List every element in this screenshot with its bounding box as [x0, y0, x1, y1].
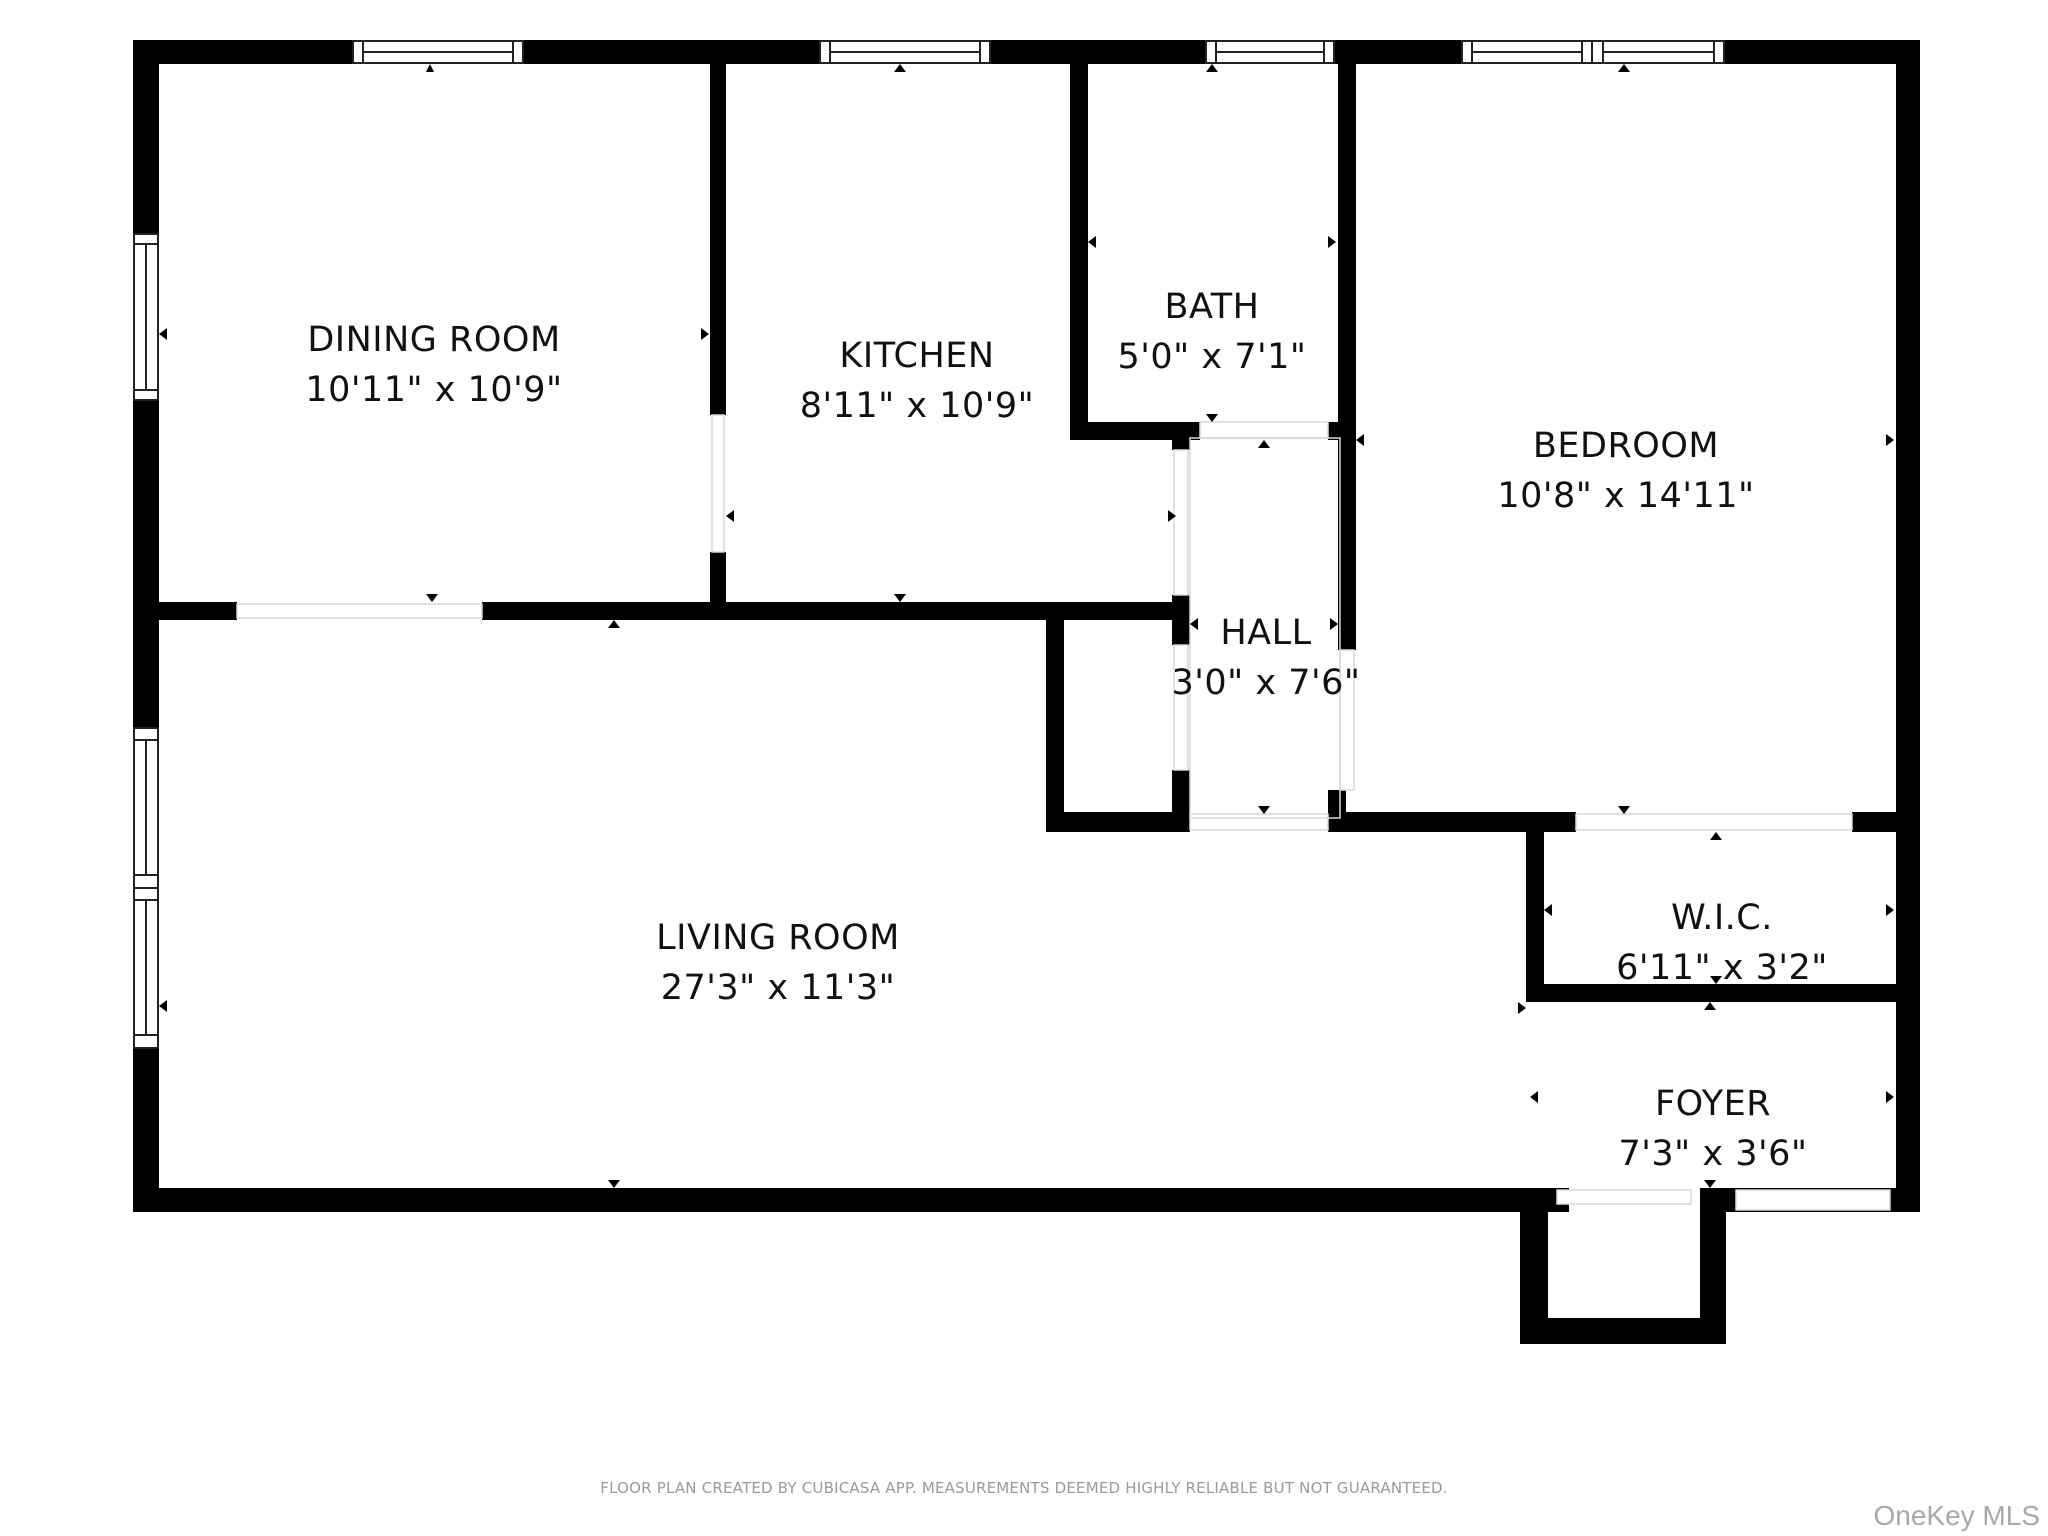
window-bath-top — [1205, 40, 1335, 64]
room-dimensions: 8'11" x 10'9" — [799, 386, 1035, 426]
room-name: HALL — [1220, 613, 1312, 653]
window-bedroom-top — [1461, 40, 1725, 64]
room-dimensions: 7'3" x 3'6" — [1618, 1134, 1808, 1174]
room-dimensions: 10'8" x 14'11" — [1497, 476, 1755, 516]
room-dimensions: 10'11" x 10'9" — [305, 370, 563, 410]
room-kitchen: KITCHEN 8'11" x 10'9" — [800, 331, 1035, 431]
room-dimensions: 3'0" x 7'6" — [1171, 663, 1361, 703]
room-name: BATH — [1164, 287, 1260, 327]
room-dimensions: 27'3" x 11'3" — [660, 968, 896, 1008]
room-wic: W.I.C. 6'11" x 3'2" — [1616, 893, 1828, 993]
room-dining-room: DINING ROOM 10'11" x 10'9" — [305, 315, 562, 415]
room-name: W.I.C. — [1671, 898, 1773, 938]
room-dimensions: 6'11" x 3'2" — [1616, 948, 1828, 988]
doorways — [236, 414, 1891, 1211]
window-dining-left — [133, 233, 159, 401]
room-hall: HALL 3'0" x 7'6" — [1172, 608, 1361, 708]
window-living-left — [133, 727, 159, 1049]
room-living-room: LIVING ROOM 27'3" x 11'3" — [656, 913, 900, 1013]
disclaimer-text: FLOOR PLAN CREATED BY CUBICASA APP. MEAS… — [600, 1479, 1448, 1497]
room-name: BEDROOM — [1532, 426, 1720, 466]
room-dimensions: 5'0" x 7'1" — [1117, 337, 1307, 377]
windows — [133, 40, 1725, 1049]
room-name: DINING ROOM — [307, 320, 561, 360]
room-name: FOYER — [1654, 1084, 1772, 1124]
room-foyer: FOYER 7'3" x 3'6" — [1619, 1079, 1808, 1179]
interior-walls — [159, 60, 1920, 1002]
watermark-logo: OneKey MLS — [1873, 1500, 2040, 1531]
dimension-markers — [159, 64, 1894, 1188]
room-name: KITCHEN — [839, 336, 995, 376]
room-bath: BATH 5'0" x 7'1" — [1118, 282, 1307, 382]
room-bedroom: BEDROOM 10'8" x 14'11" — [1497, 421, 1754, 521]
window-kitchen-top — [819, 40, 991, 64]
window-dining-top — [352, 40, 524, 64]
room-name: LIVING ROOM — [656, 918, 900, 958]
